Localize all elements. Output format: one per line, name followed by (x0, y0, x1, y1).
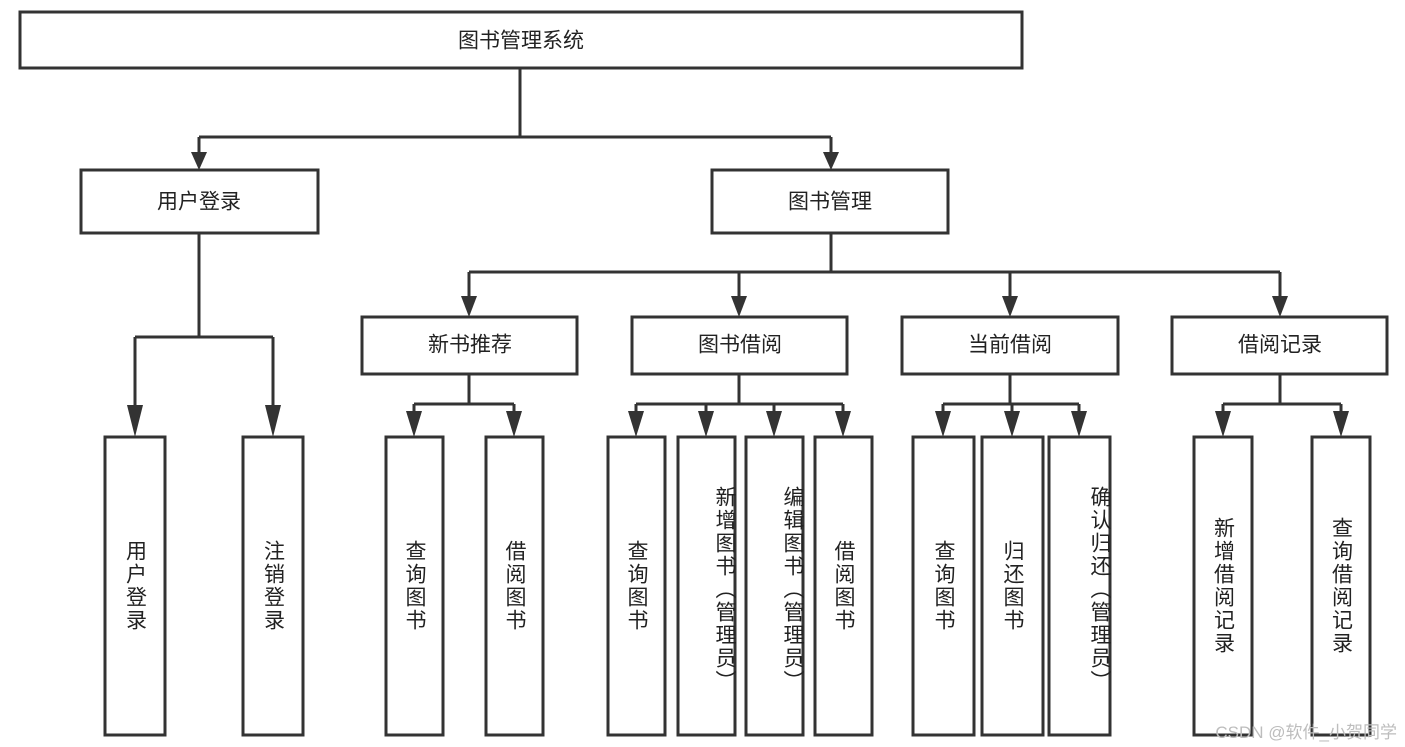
node-book-borrow[interactable]: 图书借阅 (630, 315, 849, 376)
node-new-book-recommend[interactable]: 新书推荐 (360, 315, 579, 376)
connector-bookborrow-to-leaves (628, 374, 851, 437)
connector-userlogin-to-leaves (127, 233, 281, 437)
connector-currentborrow-to-leaves (935, 374, 1087, 437)
node-user-login[interactable]: 用户登录 (79, 168, 320, 235)
node-book-management[interactable]: 图书管理 (710, 168, 950, 235)
node-root[interactable]: 图书管理系统 (18, 10, 1024, 70)
node-current-borrow-label: 当前借阅 (968, 334, 1052, 357)
leaf-box-borrowrecord-1[interactable] (1310, 435, 1372, 737)
leaf-box-bookborrow-1[interactable] (676, 435, 737, 737)
connector-bookmgmt-to-level3 (461, 233, 1288, 317)
leaf-box-bookborrow-2[interactable] (744, 435, 805, 737)
leaf-box-borrowrecord-0[interactable] (1192, 435, 1254, 737)
leaf-box-user-login-1[interactable] (241, 435, 305, 737)
node-borrow-record-label: 借阅记录 (1238, 334, 1322, 357)
connector-borrowrecord-to-leaves (1215, 374, 1349, 437)
node-current-borrow[interactable]: 当前借阅 (900, 315, 1120, 376)
connector-newbook-to-leaves (406, 374, 522, 437)
leaf-box-currentborrow-2[interactable] (1047, 435, 1112, 737)
watermark-text: CSDN @软件_小贺同学 (1215, 723, 1397, 742)
leaf-box-user-login-0[interactable] (103, 435, 167, 737)
connector-root-to-level2 (191, 68, 839, 170)
node-book-management-label: 图书管理 (788, 191, 872, 214)
node-root-label: 图书管理系统 (458, 30, 584, 53)
node-new-book-recommend-label: 新书推荐 (428, 334, 512, 357)
leaf-box-newbook-1[interactable] (484, 435, 545, 737)
leaf-box-currentborrow-1[interactable] (980, 435, 1045, 737)
node-book-borrow-label: 图书借阅 (698, 334, 782, 357)
node-user-login-label: 用户登录 (157, 191, 241, 214)
leaf-box-bookborrow-3[interactable] (813, 435, 874, 737)
leaf-box-newbook-0[interactable] (384, 435, 445, 737)
leaf-box-bookborrow-0[interactable] (606, 435, 667, 737)
node-borrow-record[interactable]: 借阅记录 (1170, 315, 1389, 376)
leaf-box-currentborrow-0[interactable] (911, 435, 976, 737)
